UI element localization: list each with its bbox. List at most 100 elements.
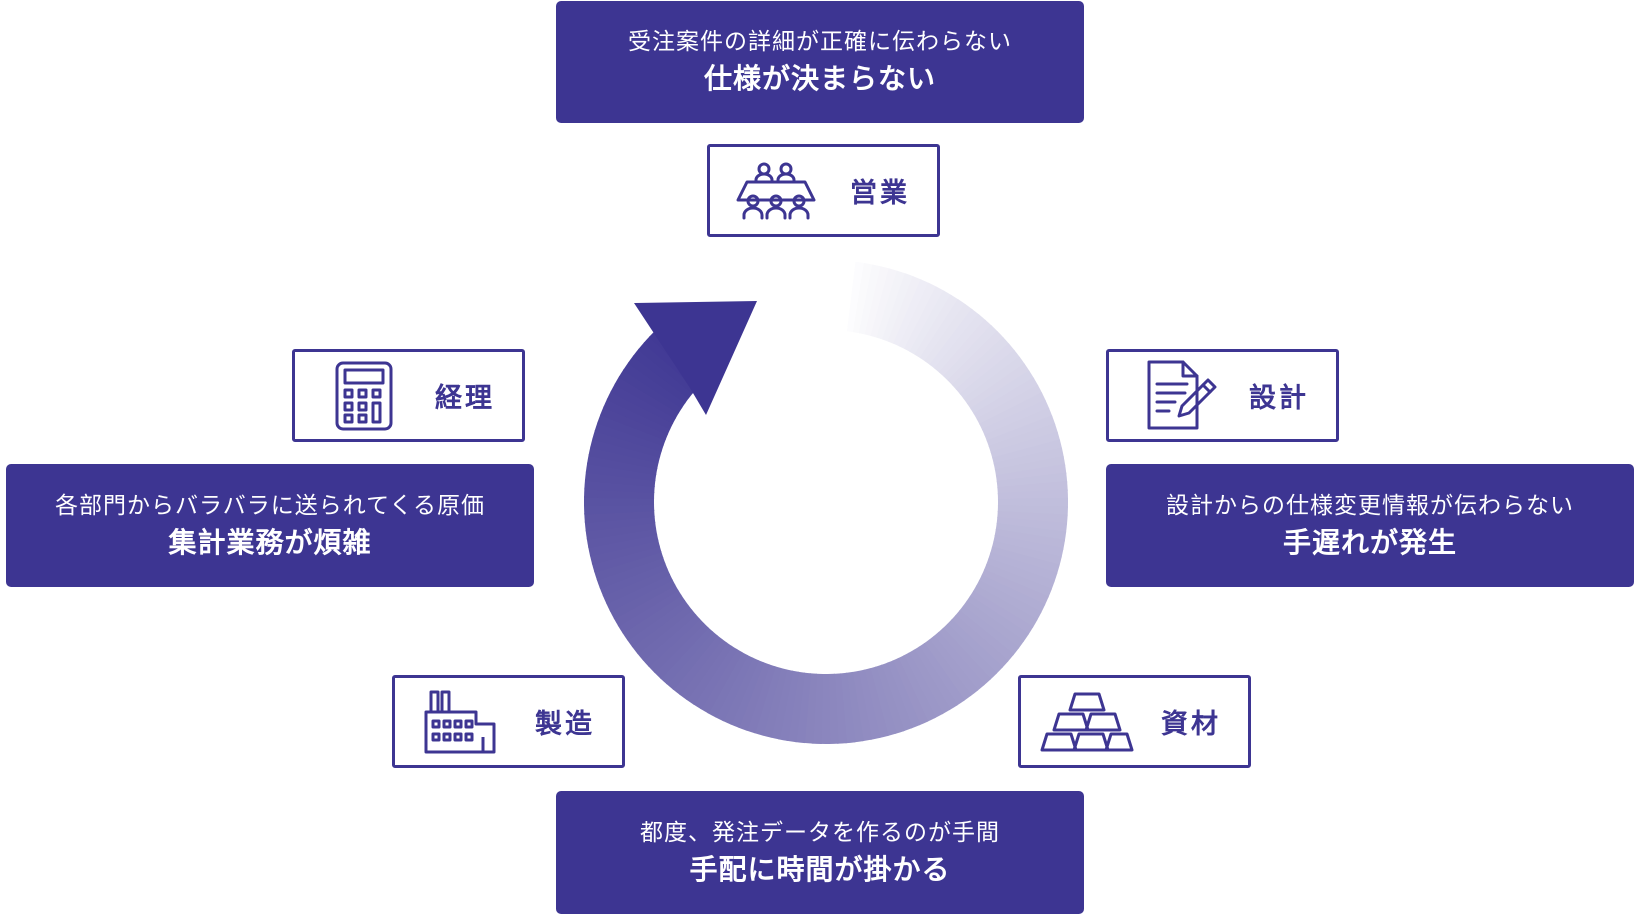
cycle-ring-segment [637, 341, 697, 394]
dept-materials: 資材 [1018, 675, 1251, 768]
cycle-ring [584, 260, 1068, 744]
cycle-ring-segment [827, 673, 839, 744]
cycle-ring-segment [584, 515, 656, 532]
dept-accounting: 経理 [292, 349, 525, 442]
cycle-ring-segment [880, 662, 913, 732]
cycle-ring-segment [972, 585, 1038, 629]
cycle-ring-segment [997, 505, 1068, 517]
cycle-ring-segment [897, 655, 936, 723]
cycle-ring-segment [852, 262, 874, 334]
cycle-ring-segment [811, 673, 823, 744]
cycle-ring-segment [955, 610, 1015, 663]
cycle-ring-segment [586, 527, 658, 549]
cycle-ring-segment [918, 642, 965, 706]
cycle-ring-segment [981, 399, 1050, 436]
cycle-ring-segment [991, 540, 1062, 567]
cycle-ring-segment [934, 313, 987, 373]
cycle-ring-segment [603, 398, 671, 435]
cycle-ring-segment [851, 670, 873, 742]
cycle-ring-segment [588, 533, 659, 557]
cycle-ring-segment [585, 521, 657, 540]
dept-manufacturing: 製造 [392, 675, 625, 768]
cycle-ring-segment [594, 421, 664, 452]
cycle-ring-segment [909, 290, 953, 356]
cycle-arrowhead [634, 301, 757, 415]
cycle-ring-segment [647, 618, 705, 674]
cycle-ring-segment [929, 308, 980, 370]
cycle-ring-segment [919, 299, 967, 362]
cycle-ring-segment [642, 613, 701, 668]
cycle-ring-segment [966, 595, 1029, 643]
cycle-ring-segment [869, 666, 897, 737]
dept-label: 経理 [435, 383, 495, 414]
cycle-ring-segment [602, 568, 671, 605]
cycle-ring-segment [887, 276, 923, 345]
cycle-ring-segment [665, 631, 718, 691]
cycle-ring-segment [876, 270, 907, 340]
cycle-ring-segment [886, 660, 921, 729]
cycle-ring-segment [997, 489, 1068, 501]
dept-label: 製造 [535, 709, 595, 740]
cycle-ring-segment [955, 343, 1016, 395]
cycle-ring-segment [863, 668, 889, 739]
cycle-ring-segment [870, 268, 899, 338]
cycle-ring-segment [994, 528, 1066, 550]
factory-icon [424, 690, 496, 753]
cycle-ring-segment [609, 579, 676, 620]
cycle-ring-segment [631, 604, 693, 655]
cycle-ring-segment [969, 590, 1034, 636]
cycle-ring-segment [714, 654, 754, 722]
cycle-ring-segment [610, 383, 677, 424]
cycle-ring-segment [840, 260, 858, 332]
cycle-ring-segment [981, 569, 1049, 606]
problem-sub-text: 各部門からバラバラに送られてくる原価 [55, 492, 485, 519]
cycle-ring-segment [923, 639, 972, 702]
cycle-ring-segment [976, 384, 1043, 425]
cycle-ring-segment [993, 534, 1064, 559]
problem-box-accounting: 各部門からバラバラに送られてくる原価 集計業務が煩雑 [6, 464, 534, 587]
cycle-ring-segment [913, 646, 958, 711]
cycle-ring-segment [933, 631, 985, 692]
cycle-ring-segment [904, 286, 945, 353]
cycle-ring-segment [786, 671, 806, 743]
cycle-ring-segment [745, 664, 776, 734]
cycle-ring-segment [769, 669, 794, 740]
cycle-ring-segment [995, 522, 1067, 542]
cycle-ring-segment [990, 546, 1060, 575]
cycle-ring-segment [589, 539, 660, 565]
stacked-ingots-icon [1040, 692, 1134, 751]
problem-box-materials: 都度、発注データを作るのが手間 手配に時間が掛かる [556, 791, 1084, 914]
cycle-ring-segment [692, 645, 738, 710]
problem-sub-text: 都度、発注データを作るのが手間 [640, 819, 1000, 846]
cycle-ring-segment [617, 589, 682, 634]
problem-main-text: 手配に時間が掛かる [689, 852, 951, 886]
cycle-ring-segment [996, 472, 1068, 489]
cycle-ring-segment [606, 390, 674, 430]
cycle-ring-segment [966, 363, 1030, 410]
cycle-ring-segment [685, 642, 733, 705]
cycle-ring-segment [914, 294, 960, 359]
cycle-ring-segment [722, 657, 759, 725]
cycle-ring-segment [881, 273, 915, 342]
problem-box-sales: 受注案件の詳細が正確に伝わらない 仕様が決まらない [556, 1, 1084, 123]
cycle-ring-segment [597, 413, 666, 447]
cycle-ring-segment [973, 377, 1039, 420]
problem-main-text: 仕様が決まらない [703, 62, 936, 95]
cycle-ring-segment [803, 673, 817, 744]
cycle-ring-segment [938, 319, 993, 378]
cycle-ring-segment [632, 348, 694, 399]
problem-sub-text: 受注案件の詳細が正確に伝わらない [628, 29, 1012, 55]
cycle-ring-segment [858, 264, 883, 335]
cycle-ring-segment [978, 574, 1046, 614]
cycle-ring-segment [986, 415, 1056, 448]
cycle-ring-segment [928, 635, 979, 697]
cycle-ring-segment [622, 594, 686, 641]
cycle-ring-segment [729, 659, 765, 728]
cycle-ring-segment [588, 445, 659, 470]
cycle-ring-segment [591, 545, 662, 573]
cycle-ring-segment [627, 355, 690, 404]
cycle-ring-segment [659, 626, 714, 685]
cycle-ring-segment [962, 600, 1025, 649]
cycle-ring-segment [995, 464, 1067, 483]
